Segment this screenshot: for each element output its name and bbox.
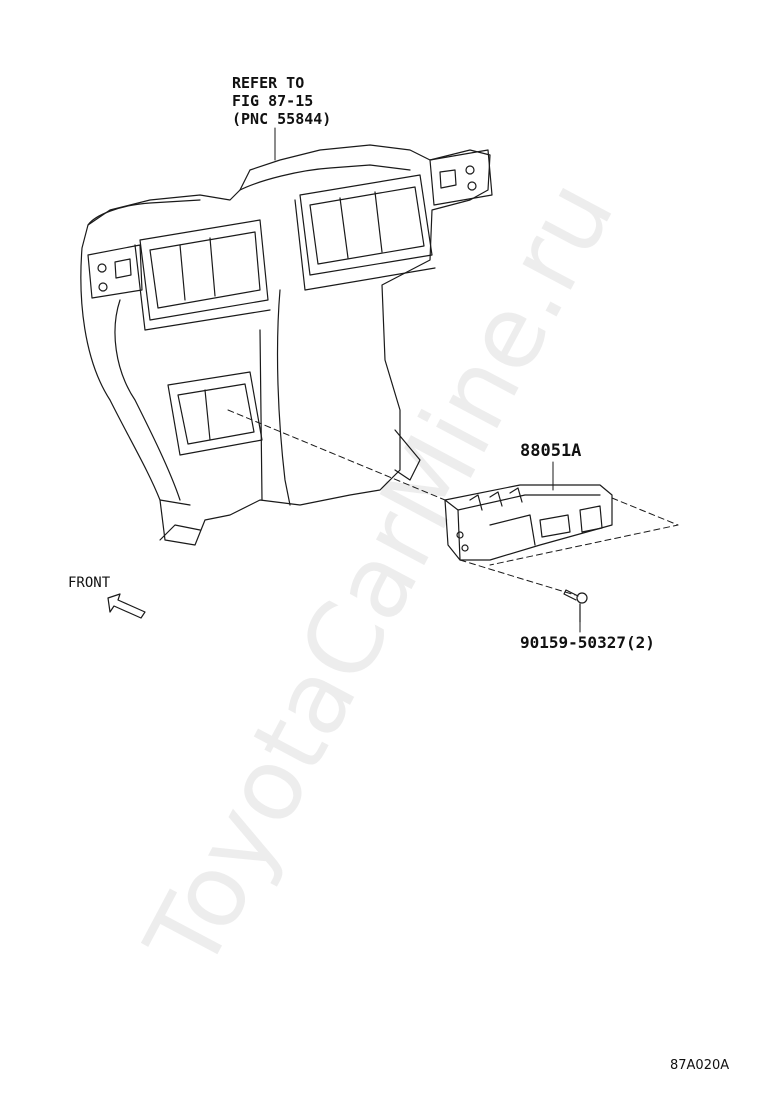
control-module [444, 484, 613, 561]
part-number-bolt[interactable]: 90159-50327(2) [520, 633, 655, 652]
mounting-tab-right [429, 149, 493, 206]
left-vent-outlet [134, 219, 271, 331]
right-vent-outlet [294, 174, 436, 291]
bolt [563, 589, 588, 623]
figure-code: 87A020A [670, 1058, 730, 1073]
duct-housing-outline [80, 144, 491, 546]
leader-lines [274, 127, 581, 633]
arrow-up-left-icon [107, 593, 146, 619]
refer-text-line-1: REFER TO [232, 74, 305, 92]
refer-text-line-3: (PNC 55844) [232, 110, 332, 128]
lower-vent-outlet [167, 371, 263, 456]
alignment-lines [227, 409, 679, 596]
part-number-88051a[interactable]: 88051A [520, 441, 582, 461]
duct-bottom-foot [159, 429, 421, 541]
front-label: FRONT [68, 575, 111, 591]
mounting-tab-left [87, 244, 143, 299]
refer-text-line-2: FIG 87-15 [232, 92, 314, 110]
